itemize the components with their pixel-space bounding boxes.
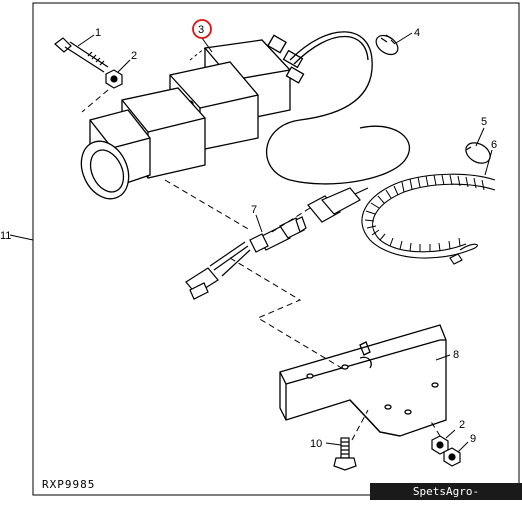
callout-highlight-ring	[192, 19, 212, 39]
callout-4: 4	[414, 27, 420, 39]
callout-5: 5	[481, 116, 487, 128]
callout-3: 3	[198, 24, 204, 36]
part-nut-lower	[431, 435, 449, 455]
part-bolt	[54, 37, 109, 73]
callout-11: 11	[0, 230, 11, 242]
assembly-dashed-lines	[81, 47, 441, 441]
part-bolt-lower	[333, 437, 357, 471]
callout-leaders	[9, 32, 493, 453]
part-mounting-bracket	[279, 324, 447, 437]
watermark: SpetsAgro-tov.agrobiz.net	[370, 483, 522, 515]
diagram-frame	[32, 2, 520, 496]
part-nut-top	[105, 69, 123, 89]
callout-7: 7	[251, 204, 257, 216]
callout-1: 1	[95, 27, 101, 39]
callout-6: 6	[491, 139, 497, 151]
part-valve-assembly	[80, 31, 411, 200]
callout-8: 8	[453, 349, 459, 361]
exploded-parts-diagram: 1 2 3 4 5 6 7 8 2 9 10 11 RXP9985	[0, 2, 520, 496]
callout-9: 9	[470, 433, 476, 445]
figure-id: RXP9985	[42, 478, 95, 491]
part-sensor-fitting	[185, 216, 307, 300]
callout-10: 10	[310, 438, 322, 450]
part-clip-upper	[375, 34, 399, 56]
part-clip-lower	[465, 142, 491, 164]
part-spiral-wrap	[361, 173, 496, 265]
callout-2-bottom: 2	[459, 419, 465, 431]
part-nut-9	[443, 447, 461, 467]
part-wire-connector	[307, 187, 369, 223]
callout-2-top: 2	[131, 50, 137, 62]
